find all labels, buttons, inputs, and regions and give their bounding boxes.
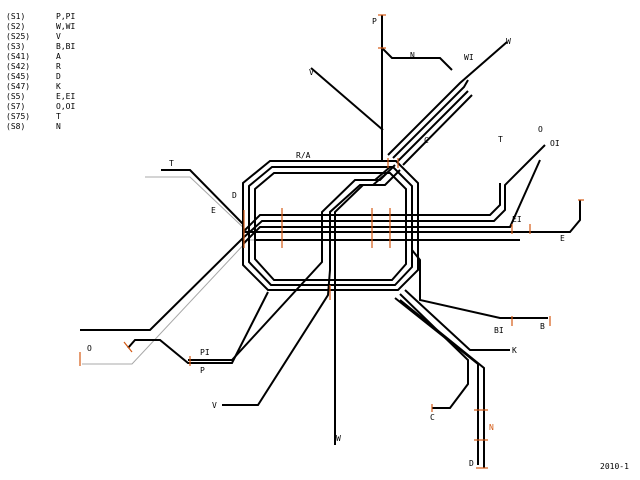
terminus-label-v-south: V	[212, 401, 217, 410]
terminus-label-t: T	[498, 135, 503, 144]
faint-track	[82, 239, 249, 365]
east-west-lines	[242, 144, 581, 245]
terminus-label-k: K	[512, 346, 517, 355]
station-ticks	[79, 14, 584, 469]
legend-code: (S7)	[6, 102, 25, 111]
west-track-o	[80, 237, 244, 331]
ne-track	[392, 79, 469, 159]
legend-dest: K	[56, 82, 61, 91]
legend-dest: R	[56, 62, 61, 71]
terminus-label-e-east: E	[560, 234, 565, 243]
legend-code: (S2)	[6, 22, 25, 31]
terminus-label-t-west: T	[169, 159, 174, 168]
legend-dest: E,EI	[56, 92, 75, 101]
northeast-lines	[387, 41, 508, 166]
ne-track	[397, 90, 469, 162]
legend-code: (S42)	[6, 62, 30, 71]
legend-code: (S8)	[6, 122, 25, 131]
terminus-label-o: O	[538, 125, 543, 134]
central-track-w	[334, 169, 401, 445]
year-stamp: 2010-1	[600, 462, 629, 471]
terminus-label-pi: PI	[200, 348, 210, 357]
legend-dest: O,OI	[56, 102, 75, 111]
west-track-t	[161, 169, 244, 225]
legend-code: (S3)	[6, 42, 25, 51]
station-tick	[123, 341, 133, 353]
ew-track	[242, 183, 501, 233]
route-legend: (S1) P,PI (S2) W,WI (S25) V (S3) B,BI (S…	[6, 12, 75, 131]
north-track-v	[310, 67, 384, 131]
terminus-label-wi: WI	[464, 53, 474, 62]
terminus-label-p-south: P	[200, 366, 205, 375]
ring-track	[254, 172, 407, 281]
faint-tracks	[82, 176, 375, 365]
terminus-label-bi: BI	[494, 326, 504, 335]
ew-track	[242, 159, 541, 245]
central-track	[374, 166, 391, 181]
ring-track	[242, 160, 419, 291]
terminus-label-oi: OI	[550, 139, 560, 148]
legend-code: (S41)	[6, 52, 30, 61]
legend-dest: T	[56, 112, 61, 121]
central-lines	[188, 164, 401, 445]
ne-track	[387, 41, 508, 156]
legend-code: (S25)	[6, 32, 30, 41]
ne-track	[402, 94, 473, 166]
se-track-d	[394, 297, 479, 465]
terminus-label-b: B	[540, 322, 545, 331]
terminus-label-c-south: C	[430, 413, 435, 422]
terminus-label-o-west: O	[87, 344, 92, 353]
terminus-label-p: P	[372, 17, 377, 26]
legend-dest: N	[56, 122, 61, 131]
se-track-b	[411, 249, 548, 319]
legend-dest: D	[56, 72, 61, 81]
legend-dest: P,PI	[56, 12, 75, 21]
terminus-label-e: E	[211, 206, 216, 215]
legend-dest: B,BI	[56, 42, 75, 51]
terminus-label-d: D	[232, 191, 237, 200]
faint-track	[145, 176, 249, 233]
station-labels: R/A P N WI W V C T O OI T D E EI E BI B …	[87, 17, 565, 468]
terminus-label-ei: EI	[512, 215, 522, 224]
legend-code: (S75)	[6, 112, 30, 121]
ew-track	[243, 200, 581, 233]
terminus-label-w: W	[506, 37, 511, 46]
legend-code: (S5)	[6, 92, 25, 101]
terminus-label-c: C	[424, 136, 429, 145]
legend-dest: W,WI	[56, 22, 75, 31]
central-track-v	[222, 171, 389, 406]
terminus-label-d-south: D	[469, 459, 474, 468]
west-lines	[80, 169, 269, 364]
terminus-label-n-south: N	[489, 423, 494, 432]
legend-dest: V	[56, 32, 61, 41]
ew-track	[242, 144, 546, 239]
southeast-lines	[394, 249, 548, 468]
sw-track-pi	[127, 291, 269, 364]
terminus-label-w-south: W	[336, 434, 341, 443]
ring-line	[242, 160, 419, 291]
terminus-label-n: N	[410, 51, 415, 60]
terminus-label-v: V	[309, 68, 314, 77]
se-track-k	[404, 289, 510, 351]
legend-dest: A	[56, 52, 61, 61]
legend-code: (S45)	[6, 72, 30, 81]
ring-label: R/A	[296, 151, 311, 160]
north-lines	[310, 15, 453, 160]
ring-track	[248, 166, 413, 286]
legend-code: (S47)	[6, 82, 30, 91]
legend-code: (S1)	[6, 12, 25, 21]
north-track-n	[381, 47, 453, 71]
se-track-d2	[399, 299, 485, 468]
